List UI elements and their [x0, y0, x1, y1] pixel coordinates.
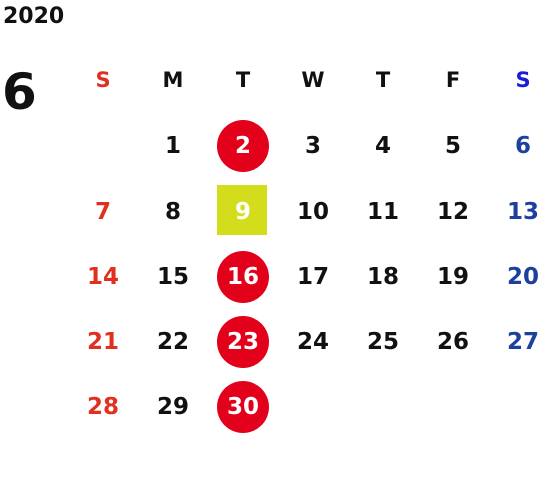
- weekday-thursday: T: [375, 68, 391, 92]
- day-cell[interactable]: 5: [418, 113, 488, 179]
- day-number: 11: [366, 198, 399, 225]
- day-cell[interactable]: 25: [348, 309, 418, 374]
- day-number: 18: [366, 263, 399, 290]
- day-number: 21: [86, 328, 119, 355]
- day-cell[interactable]: 12: [418, 179, 488, 244]
- weekday-sunday: S: [95, 68, 111, 92]
- day-cell-sunday[interactable]: 21: [68, 309, 138, 374]
- day-number: 15: [156, 263, 189, 290]
- day-number: 27: [506, 328, 539, 355]
- day-cell-saturday[interactable]: 20: [488, 244, 548, 309]
- day-number: 8: [164, 198, 181, 225]
- day-number: 24: [296, 328, 329, 355]
- day-cell[interactable]: 1: [138, 113, 208, 179]
- day-cell[interactable]: 15: [138, 244, 208, 309]
- day-cell[interactable]: 24: [278, 309, 348, 374]
- day-number: 7: [94, 198, 111, 225]
- day-number: 1: [164, 133, 181, 159]
- day-number: 5: [444, 133, 461, 159]
- day-cell-sunday[interactable]: 28: [68, 374, 138, 439]
- day-number: 23: [226, 328, 259, 355]
- highlight-circle: [217, 120, 269, 172]
- day-cell-saturday[interactable]: 27: [488, 309, 548, 374]
- year-label: 2020: [3, 4, 65, 29]
- day-cell-sunday[interactable]: 14: [68, 244, 138, 309]
- day-cell-highlighted[interactable]: 9: [208, 179, 278, 244]
- day-cell[interactable]: 8: [138, 179, 208, 244]
- day-number: 13: [506, 198, 539, 225]
- day-cell-highlighted[interactable]: 2: [208, 113, 278, 179]
- day-cell-highlighted[interactable]: 30: [208, 374, 278, 439]
- day-number: 4: [374, 133, 391, 159]
- day-cell-empty: [488, 374, 548, 439]
- day-cell-empty: [278, 374, 348, 439]
- day-number: 6: [514, 133, 531, 159]
- day-cell[interactable]: 17: [278, 244, 348, 309]
- weekday-saturday: S: [515, 68, 531, 92]
- day-cell-empty: [418, 374, 488, 439]
- day-number: 16: [226, 263, 259, 290]
- day-cell[interactable]: 3: [278, 113, 348, 179]
- weekday-friday: F: [445, 68, 461, 92]
- highlight-circle: [217, 250, 269, 303]
- month-number: 6: [2, 63, 37, 121]
- day-number: 14: [86, 263, 119, 290]
- weekday-wednesday: W: [301, 68, 325, 92]
- day-number: 28: [86, 393, 119, 420]
- day-number: 9: [234, 198, 251, 225]
- highlight-circle: [217, 380, 269, 433]
- day-cell-highlighted[interactable]: 16: [208, 244, 278, 309]
- day-number: 26: [436, 328, 469, 355]
- day-cell[interactable]: 22: [138, 309, 208, 374]
- day-cell[interactable]: 26: [418, 309, 488, 374]
- day-number: 17: [296, 263, 329, 290]
- day-cell-empty: [68, 113, 138, 179]
- day-number: 10: [296, 198, 329, 225]
- day-cell-sunday[interactable]: 7: [68, 179, 138, 244]
- day-cell[interactable]: 29: [138, 374, 208, 439]
- day-number: 29: [156, 393, 189, 420]
- day-number: 25: [366, 328, 399, 355]
- day-number: 19: [436, 263, 469, 290]
- highlight-circle: [217, 315, 269, 368]
- day-number: 2: [234, 133, 251, 159]
- day-cell[interactable]: 18: [348, 244, 418, 309]
- day-number: 22: [156, 328, 189, 355]
- day-cell-saturday[interactable]: 6: [488, 113, 548, 179]
- day-cell[interactable]: 10: [278, 179, 348, 244]
- weekday-tuesday: T: [235, 68, 251, 92]
- day-cell[interactable]: 11: [348, 179, 418, 244]
- day-cell-highlighted[interactable]: 23: [208, 309, 278, 374]
- day-number: 12: [436, 198, 469, 225]
- day-cell-empty: [348, 374, 418, 439]
- weekday-monday: M: [162, 68, 184, 92]
- day-cell-saturday[interactable]: 13: [488, 179, 548, 244]
- calendar-grid: S M T W T F S 1 2 3 4 5 6 7 8 9 10 11 12…: [68, 47, 548, 439]
- day-cell[interactable]: 19: [418, 244, 488, 309]
- day-cell[interactable]: 4: [348, 113, 418, 179]
- highlight-square: [217, 184, 267, 235]
- day-number: 20: [506, 263, 539, 290]
- day-number: 30: [226, 393, 259, 420]
- day-number: 3: [304, 133, 321, 159]
